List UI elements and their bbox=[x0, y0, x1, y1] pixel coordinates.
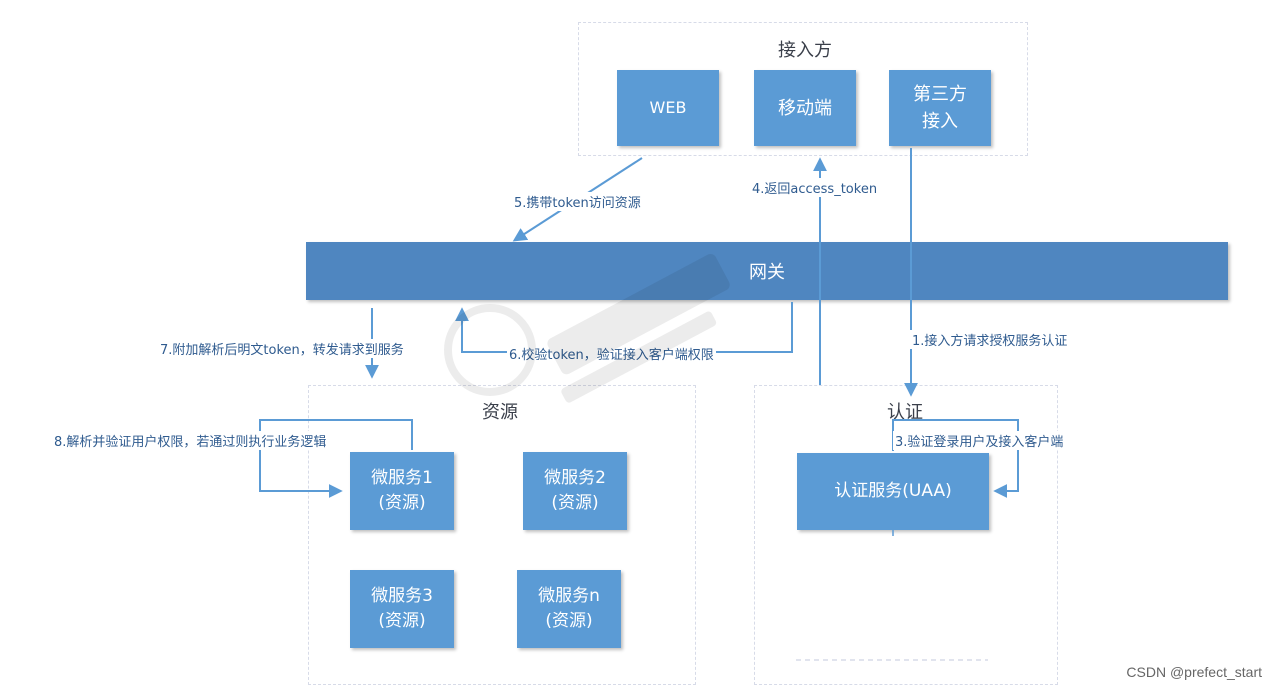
web-client-label: WEB bbox=[649, 98, 687, 117]
service-box-n: 微服务n (资源) bbox=[517, 570, 621, 648]
service-3-type: (资源) bbox=[378, 611, 426, 631]
access-group bbox=[578, 22, 1028, 156]
service-1-name: 微服务1 bbox=[371, 467, 433, 488]
third-party-client-box: 第三方 接入 bbox=[889, 70, 991, 146]
resource-group bbox=[308, 385, 696, 685]
auth-group-title: 认证 bbox=[887, 402, 923, 423]
access-group-title: 接入方 bbox=[778, 40, 832, 61]
mobile-client-label: 移动端 bbox=[778, 97, 832, 119]
step-4-label: 4.返回access_token bbox=[750, 178, 880, 197]
service-box-1: 微服务1 (资源) bbox=[350, 452, 454, 530]
gateway-label: 网关 bbox=[749, 262, 785, 283]
third-party-label-line2: 接入 bbox=[922, 111, 958, 132]
credit-text: CSDN @prefect_start bbox=[1126, 664, 1262, 680]
service-box-2: 微服务2 (资源) bbox=[523, 452, 627, 530]
arrow-step-8 bbox=[259, 419, 413, 498]
mobile-client-box: 移动端 bbox=[754, 70, 856, 146]
service-2-name: 微服务2 bbox=[544, 467, 606, 488]
service-box-3: 微服务3 (资源) bbox=[350, 570, 454, 648]
service-2-type: (资源) bbox=[551, 493, 599, 513]
arrow-step-3 bbox=[892, 419, 1019, 498]
step-8-label: 8.解析并验证用户权限，若通过则执行业务逻辑 bbox=[52, 431, 329, 450]
service-n-type: (资源) bbox=[545, 611, 593, 631]
step-6-label: 6.校验token，验证接入客户端权限 bbox=[507, 344, 716, 363]
gateway-bar: 网关 bbox=[306, 242, 1228, 300]
auth-service-label: 认证服务(UAA) bbox=[834, 480, 952, 501]
web-client-box: WEB bbox=[617, 70, 719, 146]
resource-group-title: 资源 bbox=[482, 402, 518, 423]
step-5-label: 5.携带token访问资源 bbox=[512, 192, 643, 211]
step-7-label: 7.附加解析后明文token，转发请求到服务 bbox=[158, 339, 406, 358]
third-party-label-line1: 第三方 bbox=[913, 84, 967, 105]
service-n-name: 微服务n bbox=[538, 585, 600, 606]
step-3-label: 3.验证登录用户及接入客户端 bbox=[893, 431, 1066, 450]
auth-service-box: 认证服务(UAA) bbox=[797, 453, 989, 530]
service-1-type: (资源) bbox=[378, 493, 426, 513]
step-1-label: 1.接入方请求授权服务认证 bbox=[910, 330, 1070, 349]
service-3-name: 微服务3 bbox=[371, 585, 433, 606]
